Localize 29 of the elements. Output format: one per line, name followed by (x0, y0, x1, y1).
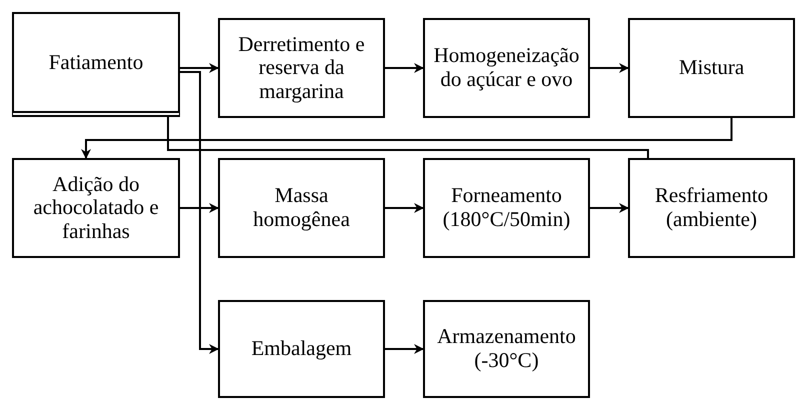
arrow (385, 63, 424, 73)
arrow (180, 203, 219, 213)
step-label: Embalagem (251, 337, 352, 361)
process-box (423, 300, 590, 398)
process-box (423, 18, 590, 118)
step-label: Fatiamento (48, 50, 144, 74)
process-box (12, 158, 180, 258)
step-label: Forneamento (180°C/50min) (442, 184, 572, 232)
arrow (590, 203, 629, 213)
arrow (180, 63, 219, 73)
step-label: Mistura (678, 56, 744, 80)
step-label: Adição do achocolatado e farinhas (32, 172, 160, 244)
process-box (218, 300, 385, 398)
arrow (385, 344, 424, 354)
process-box (218, 158, 385, 258)
arrow (81, 118, 732, 159)
step-label: Massa homogênea (252, 184, 351, 232)
process-box (628, 158, 795, 258)
arrow (180, 71, 219, 354)
process-box (423, 158, 590, 258)
arrow (590, 63, 629, 73)
arrow (385, 203, 424, 213)
step-label: Derretimento e reserva da margarina (237, 32, 366, 104)
step-label: Homogeneização do açúcar e ovo (432, 44, 580, 92)
process-box (628, 18, 795, 118)
process-box (218, 18, 385, 118)
connector-line (167, 117, 649, 158)
step-label: Resfriamento (ambiente) (654, 184, 770, 232)
step-label: Armazenamento (-30°C) (436, 325, 577, 373)
